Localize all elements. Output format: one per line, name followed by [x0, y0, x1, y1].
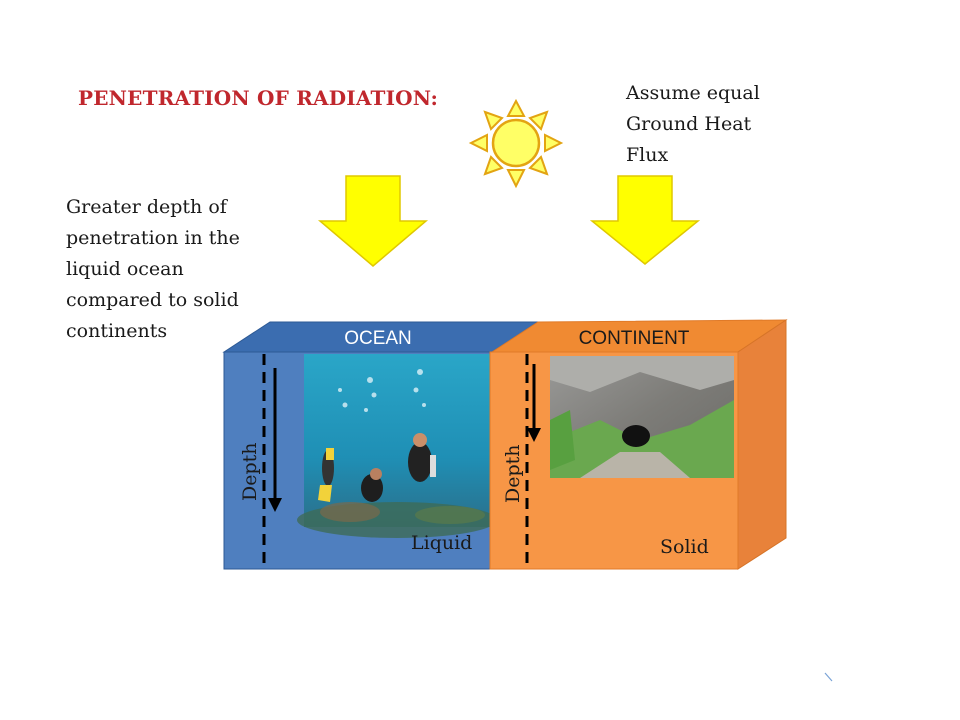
note-line-3: liquid ocean [66, 258, 184, 280]
assumption-line-1: Assume equal [626, 82, 760, 104]
ocean-photo [297, 354, 497, 538]
penetration-note: Greater depth of penetration in the liqu… [66, 192, 326, 347]
ocean-state-label: Liquid [411, 532, 472, 554]
continent-depth-label: Depth [502, 444, 524, 503]
down-arrow-icon [317, 175, 429, 267]
cave-entrance [622, 425, 650, 447]
continent-label: CONTINENT [579, 328, 690, 349]
assumption-line-2: Ground Heat [626, 113, 752, 135]
ocean-depth-arrowhead [268, 498, 282, 512]
ocean-depth-label: Depth [239, 442, 261, 501]
slide-title: PENETRATION OF RADIATION: [78, 86, 439, 110]
continent-side-face [737, 319, 787, 570]
continent-block [489, 319, 788, 570]
ocean-block [222, 321, 540, 570]
note-line-1: Greater depth of [66, 196, 227, 218]
diver-figure [318, 448, 334, 502]
continent-photo [550, 356, 734, 478]
sun-icon [468, 98, 564, 189]
stray-mark [824, 672, 833, 682]
note-line-5: continents [66, 320, 168, 342]
continent-depth-arrowhead [527, 428, 541, 442]
assumption-line-3: Flux [626, 144, 669, 166]
diver-figure [408, 433, 436, 482]
ocean-label: OCEAN [344, 328, 412, 349]
down-arrow-icon [589, 175, 701, 265]
note-line-2: penetration in the [66, 227, 240, 249]
assumption-text: Assume equal Ground Heat Flux [626, 78, 760, 171]
note-line-4: compared to solid [66, 289, 239, 311]
diver-figure [361, 468, 383, 502]
continent-state-label: Solid [660, 536, 709, 558]
